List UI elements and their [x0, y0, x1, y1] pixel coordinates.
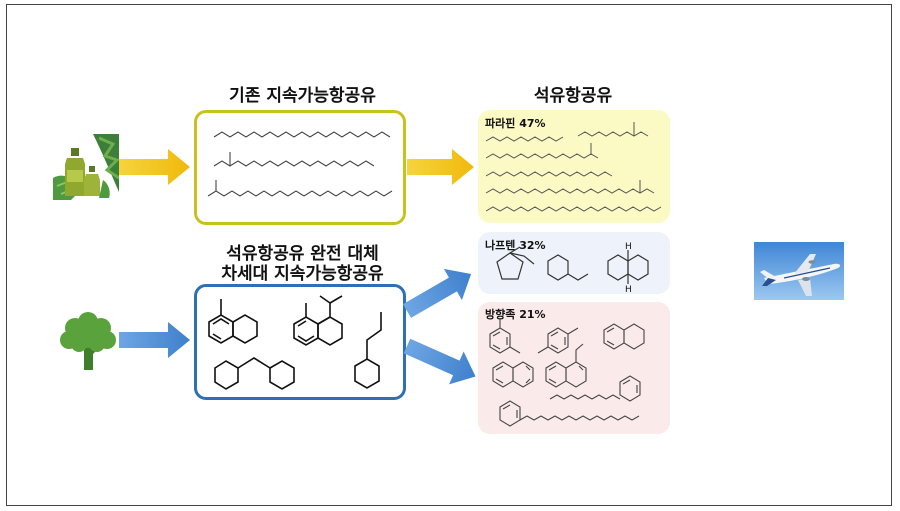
blue-arrow-input	[119, 322, 190, 358]
aromatic-label: 방향족 21%	[485, 306, 546, 322]
paraffin-panel	[478, 110, 670, 223]
next-gen-saf-molecules	[208, 295, 382, 390]
airplane-icon	[754, 242, 844, 300]
paraffin-molecules	[485, 122, 662, 212]
existing-saf-alkanes	[207, 131, 393, 197]
naphthene-panel	[478, 232, 670, 294]
paraffin-name: 파라핀	[485, 117, 516, 130]
aromatic-panel	[478, 302, 670, 434]
tree-icon	[60, 312, 116, 370]
figure-frame	[6, 4, 892, 506]
aromatic-percent: 21%	[519, 308, 546, 321]
next-gen-title-line2: 차세대 지속가능항공유	[221, 264, 384, 284]
paraffin-percent: 47%	[519, 117, 546, 130]
aromatic-name: 방향족	[485, 308, 516, 321]
naphthene-percent: 32%	[519, 239, 546, 252]
blue-arrow-to-naphthene	[403, 268, 472, 318]
hydrogen-label-bottom: H	[625, 285, 632, 295]
yellow-arrow-input	[118, 149, 190, 185]
blue-arrow-to-aromatic	[403, 338, 476, 385]
existing-saf-title: 기존 지속가능항공유	[200, 86, 405, 106]
palm-oil-bottles-icon	[53, 134, 119, 200]
petroleum-jet-title: 석유항공유	[478, 86, 668, 106]
paraffin-label: 파라핀 47%	[485, 115, 546, 131]
existing-saf-title-text: 기존 지속가능항공유	[229, 86, 376, 106]
naphthene-name: 나프텐	[485, 239, 516, 252]
existing-saf-box	[194, 110, 406, 225]
next-gen-title-line1: 석유항공유 완전 대체	[226, 244, 379, 264]
naphthene-molecules	[496, 246, 649, 284]
hydrogen-label-top: H	[625, 242, 632, 252]
next-gen-saf-title: 석유항공유 완전 대체 차세대 지속가능항공유	[190, 244, 415, 284]
naphthene-label: 나프텐 32%	[485, 237, 546, 253]
yellow-arrow-output	[407, 149, 474, 185]
petroleum-jet-title-text: 석유항공유	[533, 86, 613, 106]
aromatic-molecules	[489, 318, 645, 427]
